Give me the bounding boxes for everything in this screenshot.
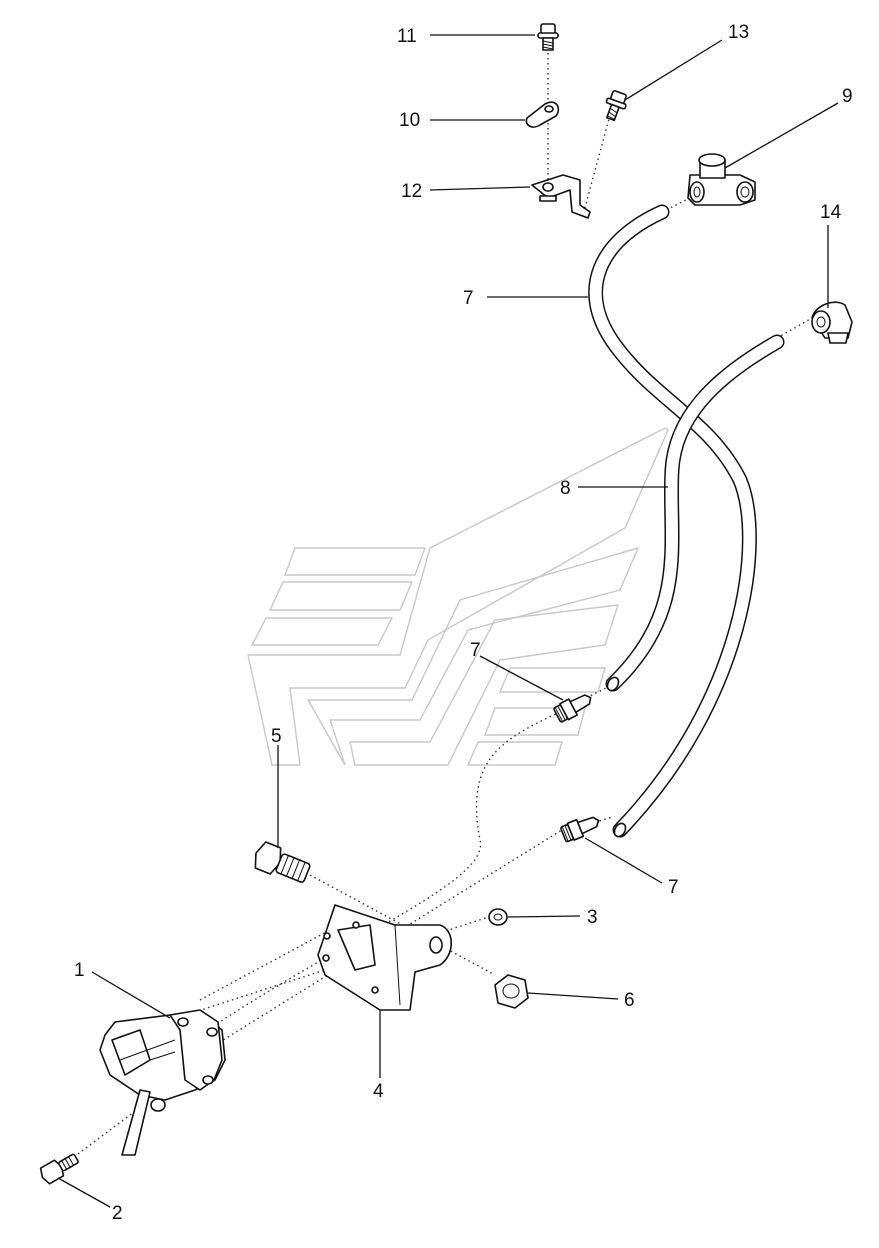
hose-clamp-icon bbox=[525, 101, 560, 128]
assembly-lines bbox=[69, 48, 813, 1161]
hose-fitting-icon bbox=[560, 816, 600, 843]
callout-12: 11 bbox=[397, 26, 417, 47]
callout-4: 4 bbox=[373, 1081, 384, 1102]
fuel-hose-icon bbox=[588, 204, 757, 838]
callout-11: 10 bbox=[399, 110, 420, 131]
callout-labels: 11 13 9 10 12 14 7 8 7 5 7 3 1 6 4 2 bbox=[74, 22, 853, 1224]
callout-14: 13 bbox=[728, 22, 749, 43]
callout-9: 8 bbox=[560, 478, 571, 499]
callout-3: 3 bbox=[587, 907, 598, 928]
screw-icon bbox=[537, 23, 559, 51]
callout-6: 6 bbox=[624, 990, 635, 1011]
callout-10: 9 bbox=[842, 86, 853, 107]
callout-7-upper: 7 bbox=[470, 640, 481, 661]
callout-5: 5 bbox=[271, 726, 282, 747]
leader-lines bbox=[57, 34, 839, 1208]
elbow-fitting-icon bbox=[811, 301, 853, 344]
tee-fitting-icon bbox=[687, 153, 756, 206]
callout-7-lower: 7 bbox=[668, 877, 679, 898]
washer-icon bbox=[488, 908, 508, 926]
bracket-icon bbox=[317, 904, 453, 1011]
fuel-pump-icon bbox=[99, 1009, 226, 1156]
callout-13: 12 bbox=[401, 181, 422, 202]
bolt-icon bbox=[254, 841, 311, 883]
clip-bracket-icon bbox=[531, 174, 591, 219]
fuel-hose-icon bbox=[605, 334, 785, 692]
screw-icon bbox=[605, 90, 627, 122]
nut-icon bbox=[494, 974, 529, 1009]
callout-2: 2 bbox=[112, 1203, 123, 1224]
watermark-logo bbox=[247, 427, 669, 766]
screw-icon bbox=[39, 1153, 79, 1185]
hose-fitting-icon bbox=[553, 694, 592, 723]
callout-8: 7 bbox=[463, 288, 474, 309]
callout-15: 14 bbox=[820, 202, 842, 223]
callout-1: 1 bbox=[74, 960, 85, 981]
